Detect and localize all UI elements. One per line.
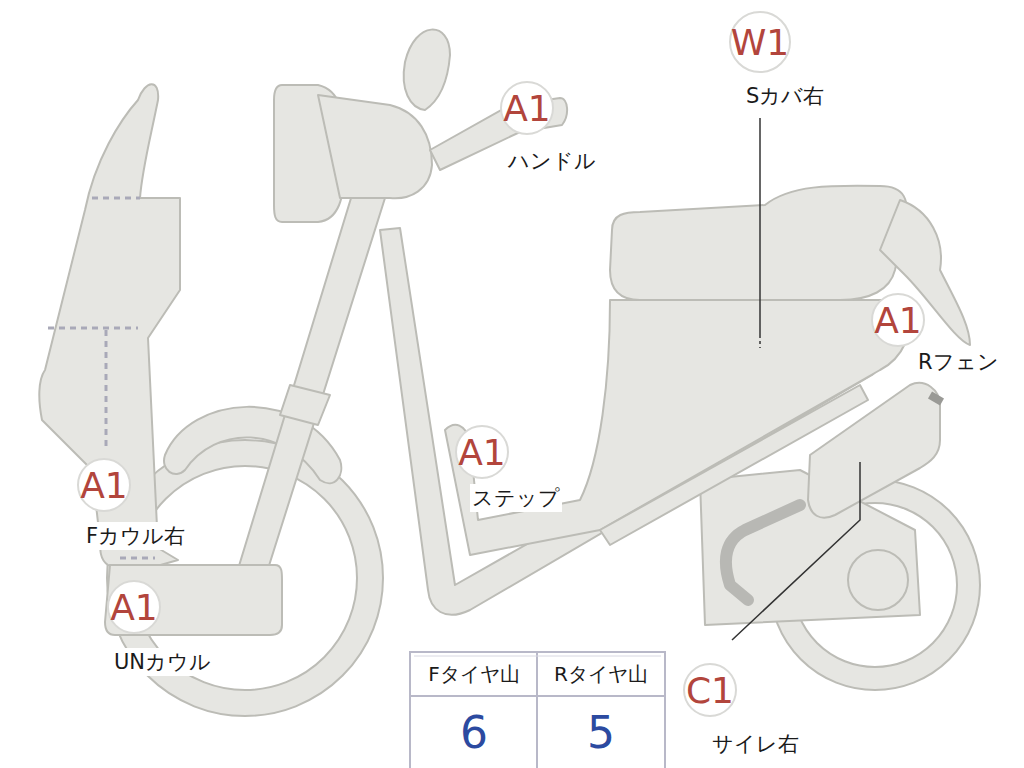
callout-code: A1	[455, 425, 509, 479]
table-header: Rタイヤ山	[539, 654, 663, 695]
part-label: Fカウル右	[84, 522, 187, 550]
callout-code: A1	[107, 580, 161, 634]
callout-node: A1UNカウル	[107, 580, 161, 634]
callout-node: A1ステップ	[455, 425, 509, 479]
callout-code: C1	[683, 663, 737, 717]
part-label: ハンドル	[506, 147, 598, 175]
callout-code: A1	[871, 293, 925, 347]
part-label: サイレ右	[710, 730, 801, 758]
table-value: 6	[412, 698, 536, 766]
part-label: Rフェン	[916, 348, 1001, 376]
callout-node: C1サイレ右	[683, 663, 737, 717]
table-value: 5	[539, 698, 663, 766]
part-label: UNカウル	[112, 648, 213, 676]
part-label: Sカバ右	[744, 82, 826, 110]
table-header: Fタイヤ山	[412, 654, 536, 695]
part-label: ステップ	[470, 484, 562, 512]
callout-node: A1ハンドル	[500, 81, 554, 135]
callout-node: A1Rフェン	[871, 293, 925, 347]
callout-node: W1Sカバ右	[733, 15, 787, 69]
callout-node: A1Fカウル右	[77, 458, 131, 512]
callout-code: A1	[77, 458, 131, 512]
callout-code: W1	[729, 11, 791, 73]
callout-code: A1	[500, 81, 554, 135]
